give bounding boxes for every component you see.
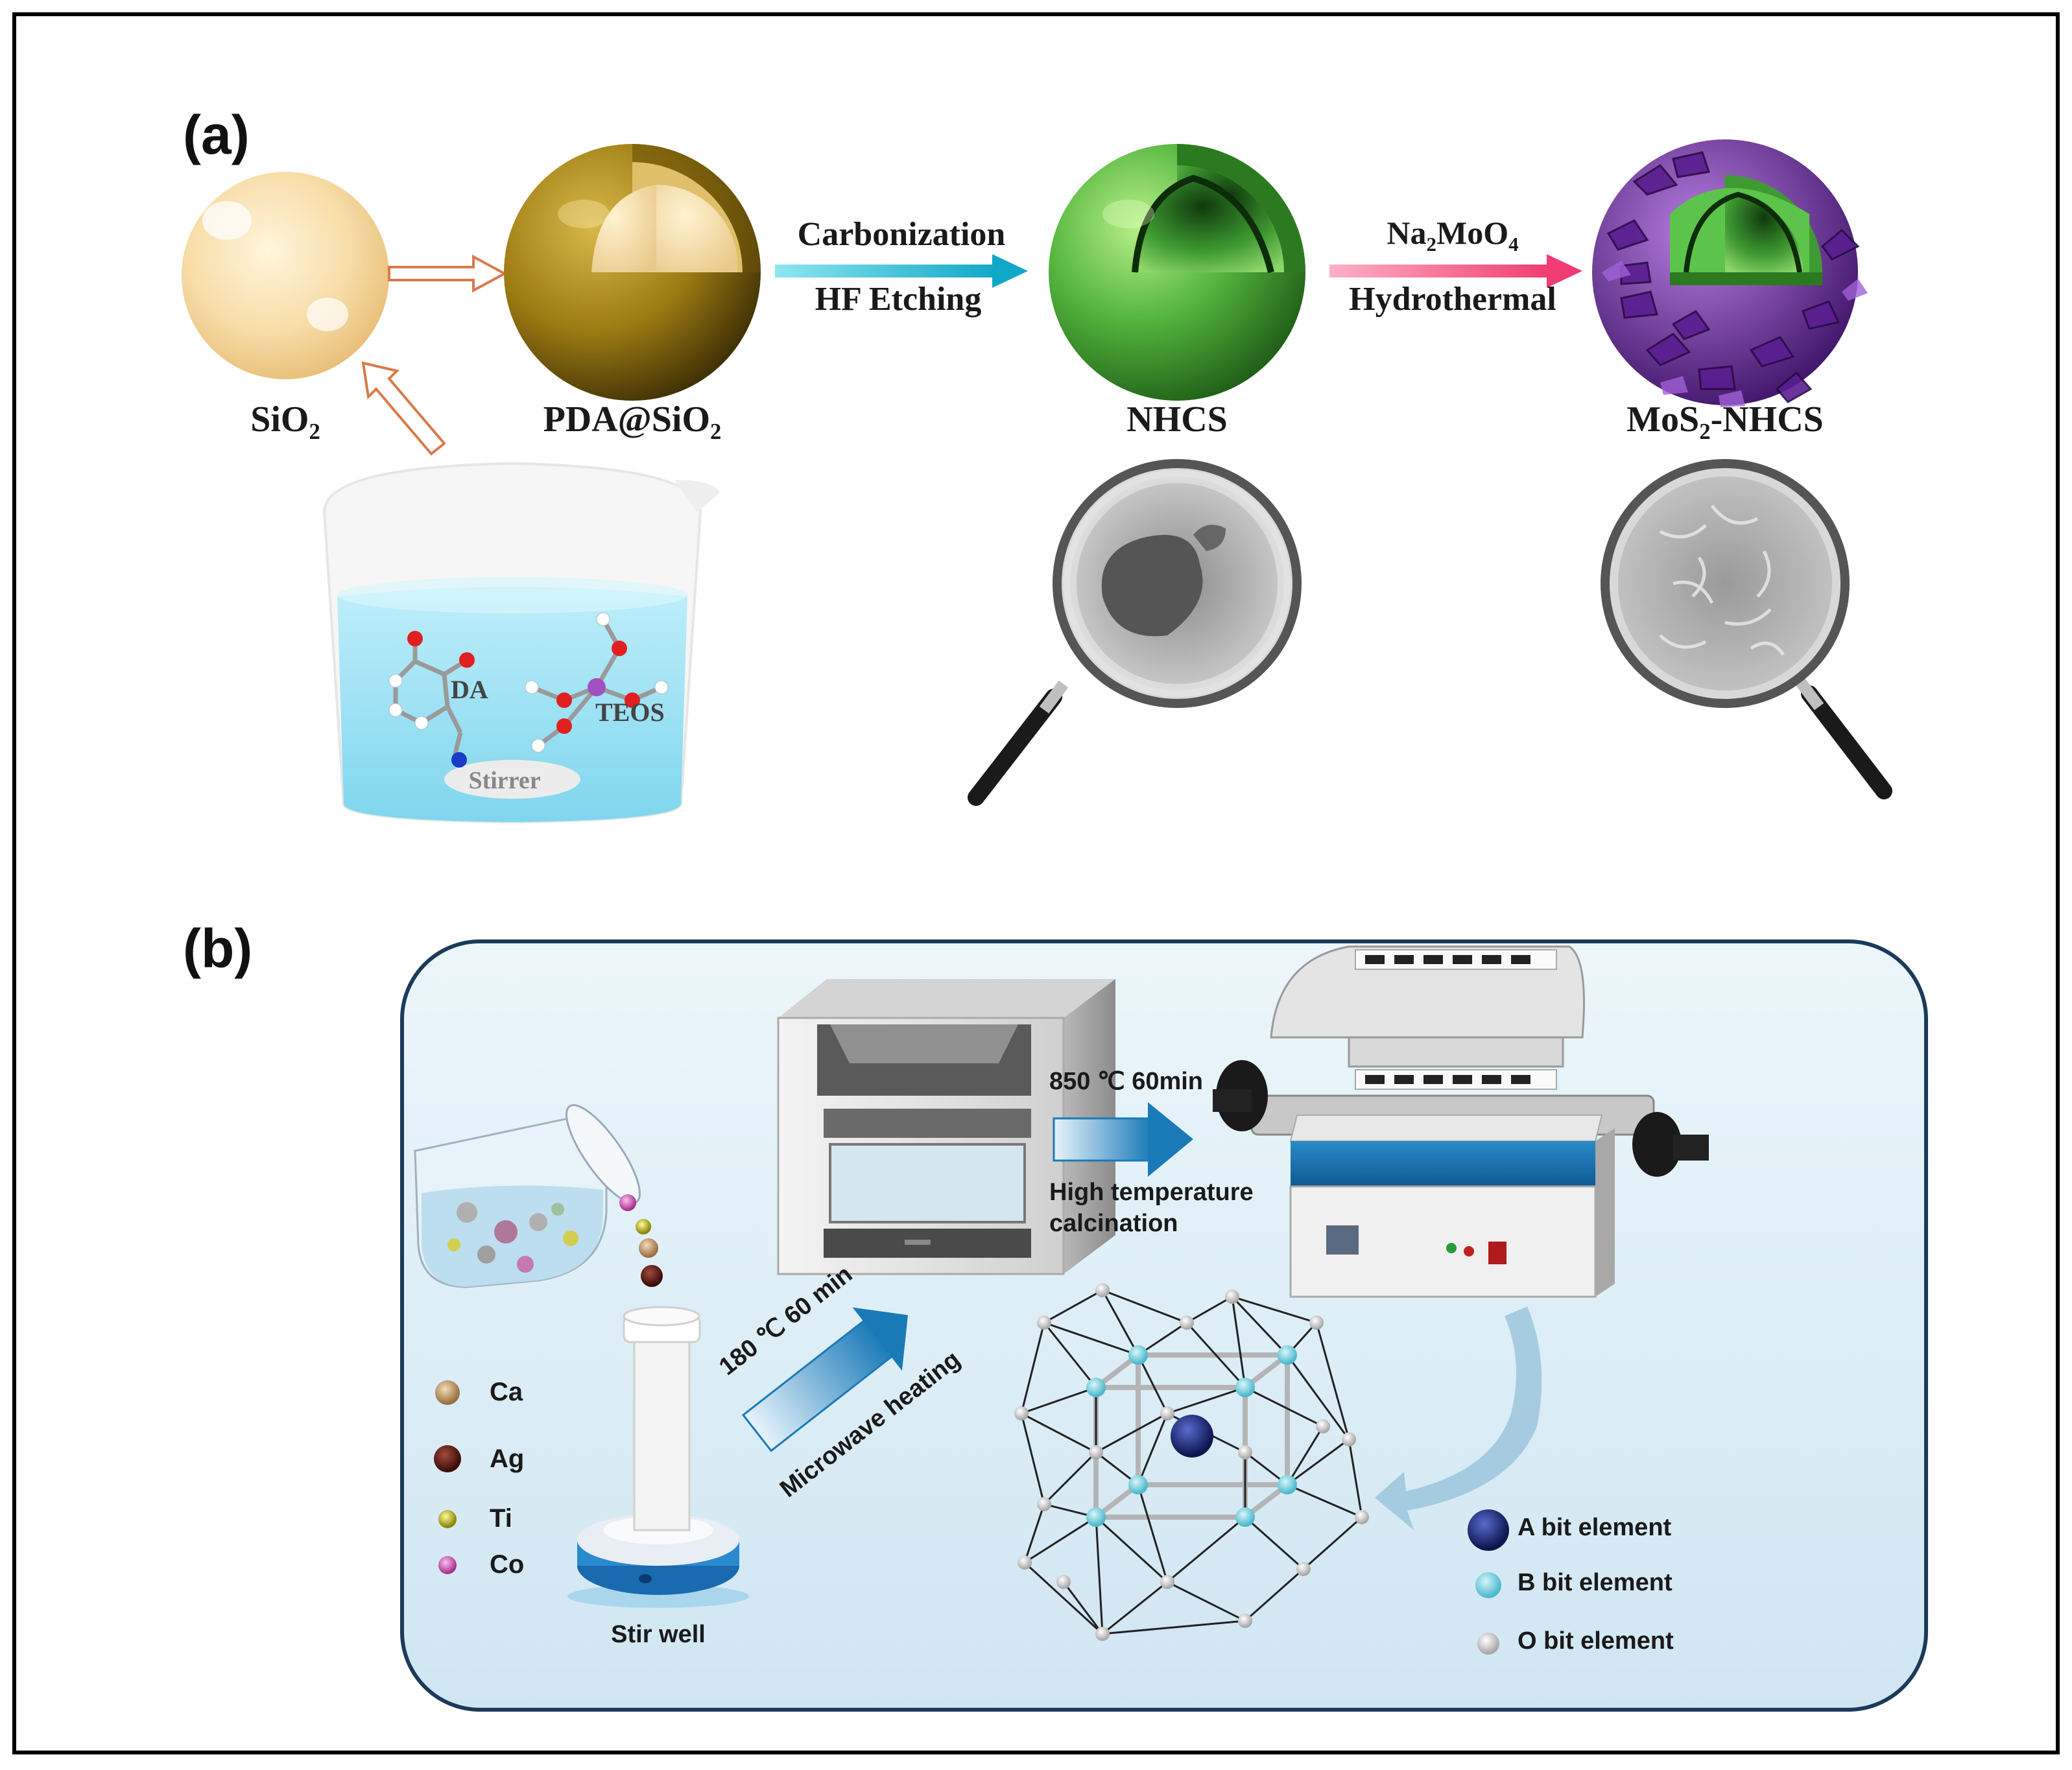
carbonization-label: Carbonization [797,216,1006,253]
stirrer-bar [444,760,580,799]
hf-etching-label: HF Etching [815,281,982,318]
mos2-nhcs-sphere [1592,139,1868,407]
stirrer-label: Stirrer [468,767,541,794]
beaker [322,462,720,824]
legend-b-bit: B bit element [1518,1569,1673,1596]
panel-a-label: (a) [183,104,250,165]
legend-ca: Ca [490,1378,523,1406]
curved-arrow [1375,1306,1542,1530]
perovskite-lattice [1014,1283,1369,1641]
legend-ti: Ti [490,1504,512,1533]
hydrothermal-arrow [1329,254,1582,288]
calcination-label-line2: calcination [1049,1210,1178,1237]
stirrer-device [567,1306,749,1608]
furnace-condition-label: 850 ℃ 60min [1049,1068,1204,1095]
sem-magnifier-mos2 [1601,459,1892,799]
legend-ag: Ag [490,1445,525,1473]
sio2-label: SiO2 [250,399,320,445]
legend-right-markers [1468,1509,1509,1655]
teos-label: TEOS [595,698,665,727]
nhcs-label: NHCS [1126,399,1228,440]
legend-a-bit: A bit element [1518,1514,1672,1541]
da-label: DA [451,675,488,704]
tube-furnace [1213,945,1709,1298]
hydrothermal-label: Hydrothermal [1349,281,1556,318]
pouring-beaker [414,1104,641,1288]
outline-arrow-up [361,361,446,456]
outer-frame [12,12,2060,1754]
falling-particles [619,1194,663,1287]
microwave-arrow [741,1307,909,1452]
nhcs-sphere [1049,144,1305,401]
pda-sio2-sphere [504,144,761,401]
sio2-sphere [182,172,389,379]
carbonization-arrow [775,254,1028,288]
pda-sio2-label: PDA@SiO2 [543,399,722,445]
panel-b-label: (b) [183,918,253,979]
sem-magnifier-nhcs [968,459,1302,806]
mos2-nhcs-label: MoS2-NHCS [1626,399,1824,445]
legend-o-bit: O bit element [1518,1627,1674,1655]
legend-co: Co [490,1550,525,1579]
legend-left-markers [434,1380,461,1574]
stir-well-label: Stir well [611,1621,706,1648]
calcination-label-line1: High temperature [1049,1179,1254,1206]
na2moo4-label: Na2MoO4 [1387,215,1519,255]
outline-arrow-right [388,254,508,293]
calcination-arrow [1053,1102,1193,1177]
